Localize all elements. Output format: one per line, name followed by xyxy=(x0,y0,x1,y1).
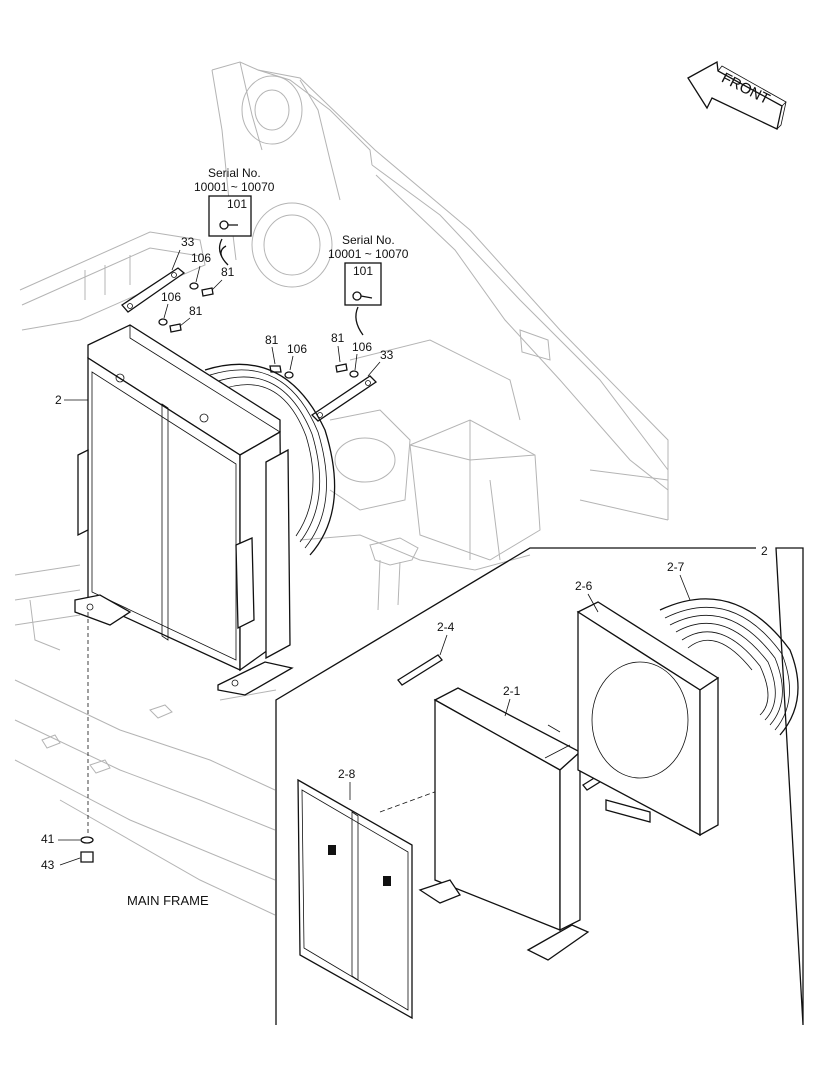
fan-guard-2-7 xyxy=(659,598,799,736)
detail-box xyxy=(275,547,804,1026)
washer-106-icon xyxy=(189,282,199,290)
serial-box-2 xyxy=(344,262,382,306)
washer-106-icon-3 xyxy=(284,371,294,379)
part-106-label-d: 106 xyxy=(352,340,372,354)
bracket-2-4-a xyxy=(397,654,443,686)
washer-106-icon-4 xyxy=(349,370,359,378)
part-43-label: 43 xyxy=(41,858,55,872)
washer-106-icon-2 xyxy=(158,318,168,326)
part-33-label-a: 33 xyxy=(181,235,195,249)
part-101-label-b: 101 xyxy=(353,264,373,278)
part-33-label-b: 33 xyxy=(380,348,394,362)
part-81-label-b: 81 xyxy=(189,304,203,318)
front-arrow-icon xyxy=(687,60,787,130)
bolt-81-icon-4 xyxy=(335,363,348,373)
main-frame-label: MAIN FRAME xyxy=(127,893,209,908)
part-2-7-label: 2-7 xyxy=(667,560,685,574)
main-frame-outline xyxy=(14,61,669,916)
panel-2-8 xyxy=(297,778,413,1020)
bolt-81-icon xyxy=(201,287,214,297)
shroud-2-6 xyxy=(576,601,720,837)
part-106-label-b: 106 xyxy=(161,290,181,304)
part-106-label-c: 106 xyxy=(287,342,307,356)
part-2-6-label: 2-6 xyxy=(575,579,593,593)
part-2-label-main: 2 xyxy=(55,393,62,407)
part-81-label-c: 81 xyxy=(265,333,279,347)
part-101-label-a: 101 xyxy=(227,197,247,211)
serial-no-label-1: Serial No. xyxy=(208,166,261,180)
serial-no-label-2: Serial No. xyxy=(342,233,395,247)
part-106-label-a: 106 xyxy=(191,251,211,265)
part-2-4-label-a: 2-4 xyxy=(437,620,455,634)
part-81-label-a: 81 xyxy=(221,265,235,279)
serial-box-1 xyxy=(208,195,252,237)
core-2-1 xyxy=(418,687,590,961)
part-41-label: 41 xyxy=(41,832,55,846)
bracket-33-left xyxy=(121,267,186,313)
serial-range-label-1: 10001 ~ 10070 xyxy=(194,180,275,194)
radiator-assembly xyxy=(74,324,336,696)
part-2-1-label: 2-1 xyxy=(503,684,521,698)
bracket-33-right xyxy=(310,375,378,422)
part-2-label-detail: 2 xyxy=(761,544,768,558)
plug-43-icon xyxy=(80,851,94,863)
serial-range-label-2: 10001 ~ 10070 xyxy=(328,247,409,261)
part-2-8-label: 2-8 xyxy=(338,767,356,781)
part-81-label-d: 81 xyxy=(331,331,345,345)
bolt-81-icon-2 xyxy=(169,323,182,333)
washer-41-icon xyxy=(80,836,94,844)
